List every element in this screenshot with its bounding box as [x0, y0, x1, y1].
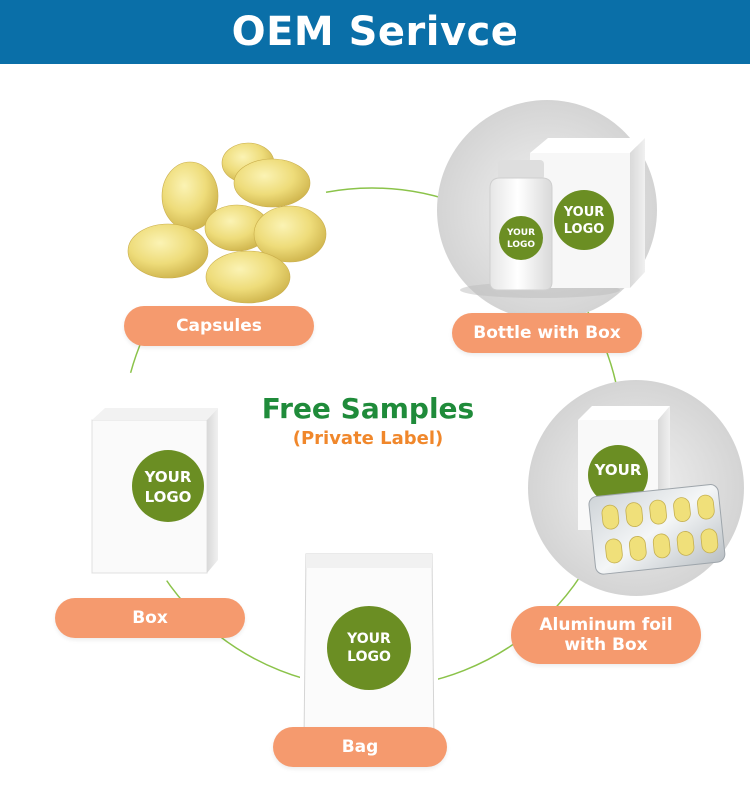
bag-label: Bag [273, 727, 447, 767]
bottle-with-box-label: Bottle with Box [452, 313, 642, 353]
foil-label-line1: Aluminum foil [539, 615, 673, 635]
bottle-with-box-image: YOUR LOGO YOUR LOGO [437, 100, 657, 320]
bag-logo-line1: YOUR [346, 631, 391, 647]
foil-with-box-image: YOUR [528, 380, 744, 596]
page-title: OEM Serivce [231, 9, 519, 55]
bottle-box-logo-line1: YOUR [563, 205, 605, 220]
box-logo-line1: YOUR [144, 468, 192, 486]
product-diagram: YOUR LOGO YOUR LOGO YOUR LOGO YOUR [8, 100, 744, 747]
bag-image: YOUR LOGO [300, 553, 438, 747]
capsules-image [108, 103, 328, 323]
box-logo-line2: LOGO [145, 488, 192, 506]
header-banner: OEM Serivce [0, 0, 750, 64]
box-label: Box [55, 598, 245, 638]
bag-logo-line2: LOGO [347, 649, 391, 665]
bottle-logo-line1: YOUR [506, 228, 535, 238]
foil-with-box-label: Aluminum foil with Box [511, 606, 701, 664]
box-label-text: Box [132, 608, 168, 628]
bottle-logo-line2: LOGO [507, 240, 535, 250]
bottle-with-box-label-text: Bottle with Box [473, 323, 621, 343]
bag-label-text: Bag [341, 737, 379, 757]
foil-label-line2: with Box [564, 635, 648, 655]
capsules-label-text: Capsules [176, 316, 262, 336]
bottle-box-logo-line2: LOGO [564, 222, 605, 237]
capsules-label: Capsules [124, 306, 314, 346]
foil-logo-line1: YOUR [594, 461, 642, 479]
private-label-subtitle: (Private Label) [292, 428, 444, 449]
free-samples-title: Free Samples [261, 392, 475, 425]
box-image: YOUR LOGO [8, 372, 228, 592]
